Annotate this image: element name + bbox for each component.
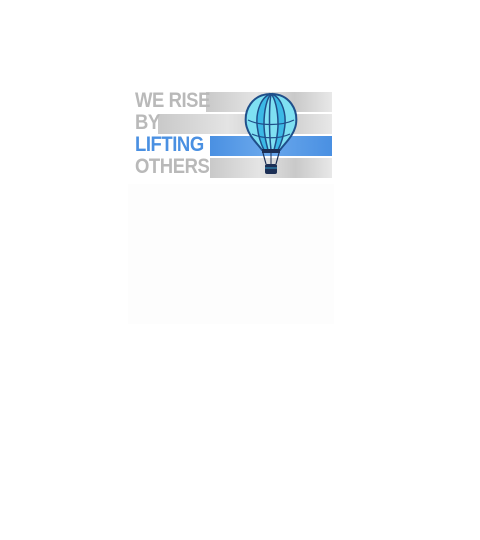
faded-background-block — [128, 184, 334, 324]
slogan-line-2: BY — [135, 111, 160, 134]
slogan-line-4: OTHERS — [135, 155, 210, 178]
t-shirt-design: WE RISE BY LIFTING OTHERS — [128, 84, 334, 324]
slogan-text: WE RISE BY LIFTING OTHERS — [135, 90, 210, 178]
slogan-line-3: LIFTING — [135, 133, 204, 156]
hot-air-balloon-icon — [244, 92, 298, 174]
slogan-line-1: WE RISE — [135, 89, 210, 112]
